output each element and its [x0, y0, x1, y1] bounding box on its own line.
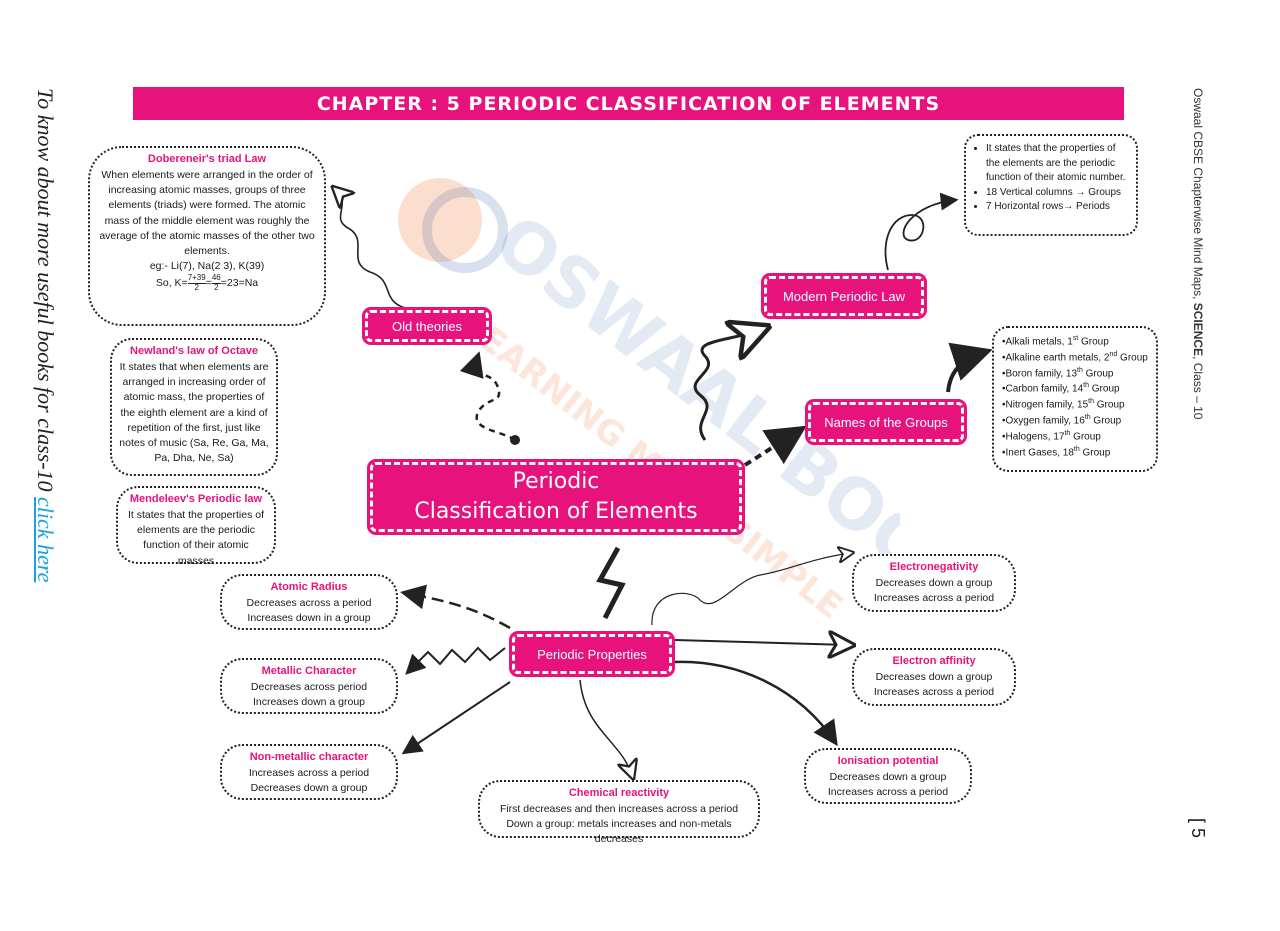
nonmetallic-title: Non-metallic character: [249, 751, 369, 763]
page-number: [ 5: [1188, 818, 1208, 839]
central-topic-line1: Periodic: [512, 469, 600, 495]
electron-affinity-title: Electron affinity: [892, 655, 976, 667]
dobereiner-title: Dobereneir's triad Law: [147, 153, 267, 165]
central-topic-line2: Classification of Elements: [414, 499, 698, 524]
modern-law-item: 7 Horizontal rows→ Periods: [986, 200, 1128, 215]
group-item: •Alkali metals, 1st Group: [1002, 335, 1109, 348]
ionisation-note: Ionisation potential Decreases down a gr…: [804, 748, 972, 804]
connector-to-nonmetallic: [401, 681, 511, 755]
group-item: •Halogens, 17th Group: [1002, 429, 1101, 443]
reactivity-title: Chemical reactivity: [568, 787, 670, 799]
nonmetallic-line2: Decreases down a group: [250, 782, 368, 795]
atomic-radius-note: Atomic Radius Decreases across a period …: [220, 574, 398, 630]
electron-affinity-line2: Increases across a period: [873, 686, 995, 699]
nonmetallic-note: Non-metallic character Increases across …: [220, 744, 398, 800]
connector-to-electronegativity: [651, 553, 850, 626]
metallic-line1: Decreases across period: [250, 680, 368, 693]
dobereiner-body: When elements were arranged in the order…: [99, 168, 315, 258]
watermark-logo-ring: [422, 187, 508, 273]
electronegativity-title: Electronegativity: [889, 561, 979, 573]
metallic-line2: Increases down a group: [252, 696, 366, 709]
mendeleev-title: Mendeleev's Periodic law: [129, 493, 263, 505]
book-class: , Class – 10: [1191, 356, 1205, 420]
atomic-radius-line2: Increases down in a group: [247, 612, 371, 625]
group-item: •Nitrogen family, 15th Group: [1002, 398, 1125, 411]
electron-affinity-line1: Decreases down a group: [875, 670, 993, 683]
group-item: •Alkaline earth metals, 2nd Group: [1002, 350, 1148, 364]
dobereiner-note: Dobereneir's triad Law When elements wer…: [88, 146, 326, 326]
click-here-link[interactable]: click here: [33, 497, 58, 583]
atomic-radius-title: Atomic Radius: [270, 581, 348, 593]
connector-center-to-old: [459, 351, 516, 442]
book-series: Oswaal CBSE Chapterwise Mind Maps,: [1191, 88, 1205, 303]
ionisation-title: Ionisation potential: [837, 755, 939, 767]
periodic-properties-node: Periodic Properties: [509, 631, 675, 677]
groups-list: •Alkali metals, 1st Group •Alkaline earth…: [1002, 334, 1148, 461]
dobereiner-example: eg:- Li(7), Na(2 3), K(39): [149, 260, 265, 273]
electron-affinity-note: Electron affinity Decreases down a group…: [852, 648, 1016, 706]
connector-modern-to-note: [884, 192, 959, 271]
chapter-banner: CHAPTER : 5 PERIODIC CLASSIFICATION OF E…: [133, 87, 1124, 120]
reactivity-line1: First decreases and then increases acros…: [499, 802, 739, 815]
modern-law-item: It states that the properties of the ele…: [986, 142, 1128, 186]
connector-to-metallic: [405, 646, 506, 675]
group-item: •Oxygen family, 16th Group: [1002, 414, 1122, 427]
metallic-title: Metallic Character: [261, 665, 357, 677]
modern-law-list: It states that the properties of the ele…: [974, 142, 1128, 215]
nonmetallic-line1: Increases across a period: [248, 766, 370, 779]
group-item: •Carbon family, 14th Group: [1002, 382, 1120, 395]
promo-text: To know about more useful books for clas…: [33, 88, 58, 492]
electronegativity-note: Electronegativity Decreases down a group…: [852, 554, 1016, 612]
connector-to-reactivity: [579, 679, 632, 775]
book-title-sidebar: Oswaal CBSE Chapterwise Mind Maps, SCIEN…: [1183, 88, 1209, 508]
mendeleev-note: Mendeleev's Periodic law It states that …: [116, 486, 276, 567]
connector-groups-to-note: [946, 342, 993, 393]
electronegativity-line1: Decreases down a group: [875, 576, 993, 589]
reactivity-line2: Down a group: metals increases and non-m…: [506, 818, 732, 846]
groups-note: •Alkali metals, 1st Group •Alkaline earth…: [992, 326, 1158, 472]
connector-old-to-dobereiner: [336, 190, 406, 309]
connector-to-electron-affinity: [674, 640, 848, 645]
connector-to-atomic-radius: [400, 584, 511, 630]
ionisation-line1: Decreases down a group: [829, 770, 947, 783]
connector-to-ionisation: [674, 660, 838, 747]
connector-center-to-modern: [693, 330, 760, 441]
groups-node: Names of the Groups: [805, 399, 967, 445]
connector-center-to-properties: [596, 546, 626, 620]
group-item: •Inert Gases, 18th Group: [1002, 445, 1111, 459]
group-item: •Boron family, 13th Group: [1002, 366, 1114, 379]
atomic-radius-line1: Decreases across a period: [246, 596, 372, 609]
electronegativity-line2: Increases across a period: [873, 592, 995, 605]
promo-sidebar: To know about more useful books for clas…: [20, 88, 60, 668]
ionisation-line2: Increases across a period: [827, 786, 949, 799]
central-topic: Periodic Classification of Elements: [367, 459, 745, 535]
modern-law-note: It states that the properties of the ele…: [964, 134, 1138, 236]
mendeleev-body: It states that the properties of element…: [128, 508, 264, 567]
connector-center-to-groups: [743, 425, 807, 467]
modern-law-item: 18 Vertical columns → Groups: [986, 186, 1128, 201]
newland-note: Newland's law of Octave It states that w…: [110, 338, 278, 476]
watermark-logo-circle: [398, 178, 482, 262]
newland-title: Newland's law of Octave: [130, 345, 258, 357]
metallic-note: Metallic Character Decreases across peri…: [220, 658, 398, 714]
reactivity-note: Chemical reactivity First decreases and …: [478, 780, 760, 845]
book-subject: SCIENCE: [1191, 302, 1205, 357]
chapter-title: CHAPTER : 5 PERIODIC CLASSIFICATION OF E…: [316, 92, 941, 115]
newland-body: It states that when elements are arrange…: [119, 360, 269, 465]
modern-law-node: Modern Periodic Law: [761, 273, 927, 319]
old-theories-node: Old theories: [362, 307, 492, 345]
